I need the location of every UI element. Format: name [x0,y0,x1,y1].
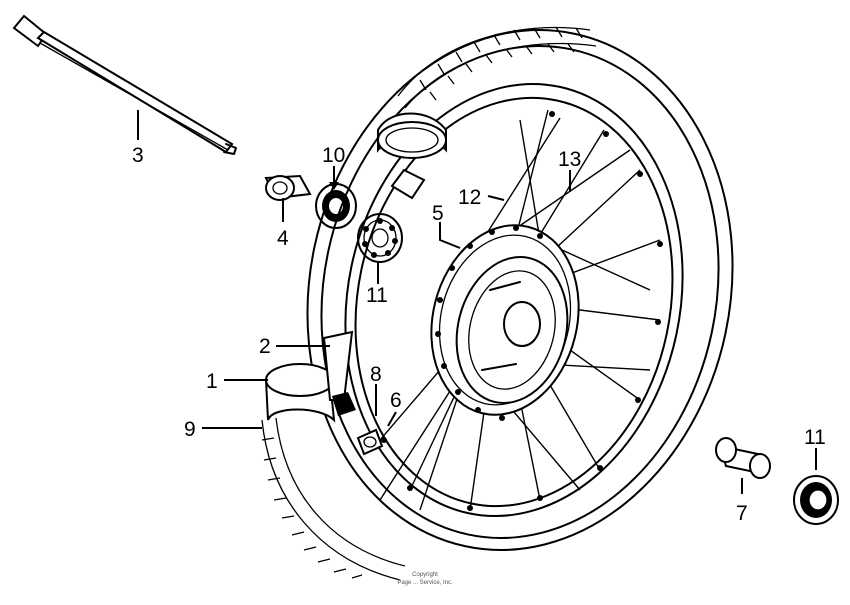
collar-part-4 [264,174,312,201]
callout-numbers: 3 4 10 11 12 13 5 2 1 9 8 6 7 11 [132,144,826,525]
callout-2: 2 [259,335,271,358]
spoke-nipples [381,111,663,511]
callout-3: 3 [132,144,144,167]
bearing-part-11-lower [793,475,839,525]
tire-tread-upper [397,26,597,109]
collar-part-7 [715,437,771,479]
callout-1: 1 [206,370,218,393]
callout-5: 5 [432,202,444,225]
callout-9: 9 [184,418,196,441]
callout-11-upper: 11 [366,284,388,307]
footer-line-2: Page ... Service, Inc. [397,580,453,586]
callout-13: 13 [558,148,581,171]
tube-part-1 [264,363,336,423]
callout-11-lower: 11 [804,426,826,449]
wheel-assembly [261,26,734,581]
copyright-footer: Copyright Page ... Service, Inc. [397,572,453,586]
callout-4: 4 [277,227,289,250]
footer-line-1: Copyright [412,572,438,578]
axle-part-3 [12,14,237,155]
valve-nut-part-6 [356,428,384,456]
callout-12: 12 [458,186,481,209]
hub-part-5 [430,224,580,421]
callout-7: 7 [736,502,748,525]
rim-band-part-2 [322,330,356,416]
leader-lines [137,110,817,494]
tire-tread-lower [261,417,406,581]
callout-8: 8 [370,363,382,386]
callout-10: 10 [322,144,345,167]
bearing-part-11-upper [357,213,403,263]
tube-cutaway-upper [377,112,447,200]
callout-6: 6 [390,389,402,412]
